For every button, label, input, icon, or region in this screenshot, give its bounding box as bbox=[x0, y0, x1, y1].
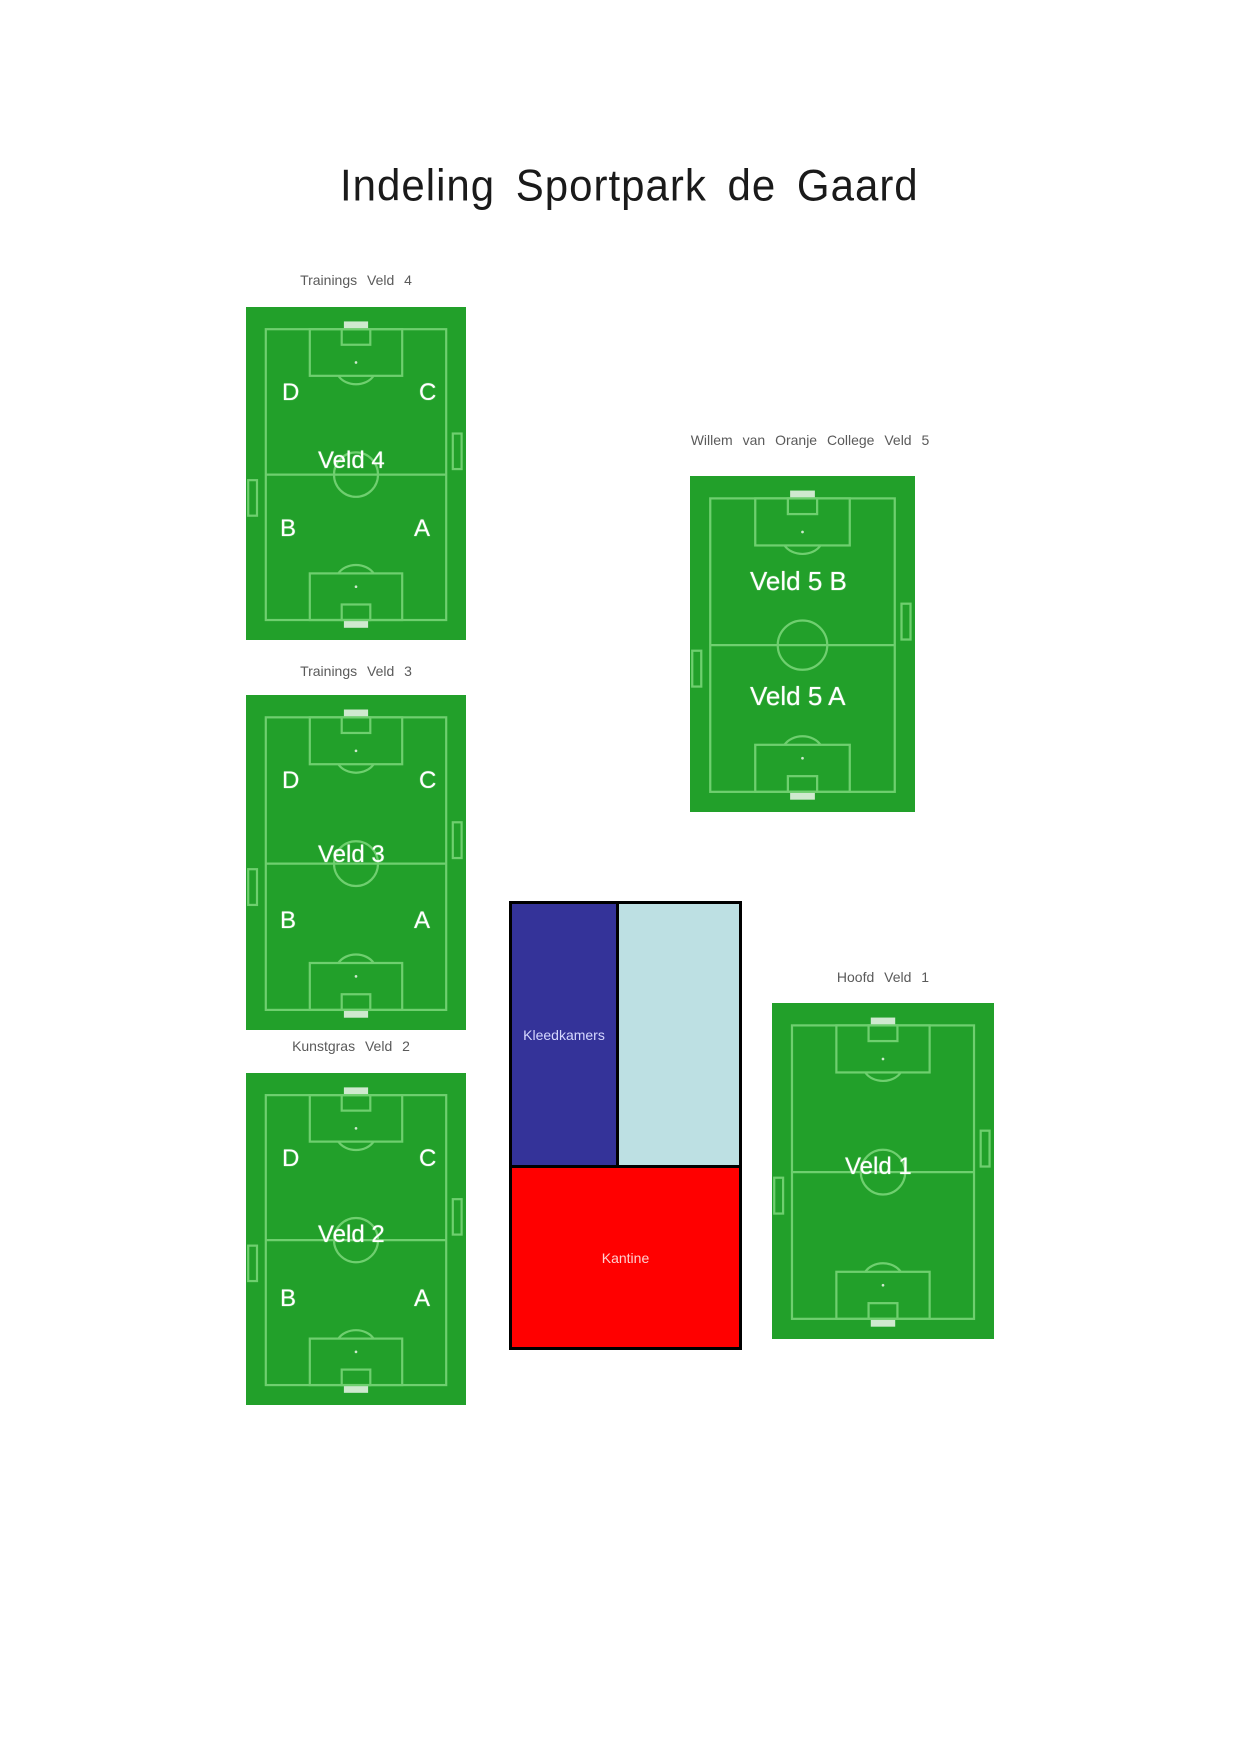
field-veld-3[interactable]: D C Veld 3 B A bbox=[246, 695, 466, 1030]
clubhouse-building: Kleedkamers Kantine bbox=[509, 901, 742, 1350]
field-veld-2[interactable]: D C Veld 2 B A bbox=[246, 1073, 466, 1405]
room-kantine[interactable]: Kantine bbox=[512, 1168, 739, 1347]
pitch-markings-icon bbox=[773, 1017, 991, 1327]
caption-veld-2: Kunstgras Veld 2 bbox=[292, 1038, 410, 1054]
caption-veld-1: Hoofd Veld 1 bbox=[836, 969, 930, 985]
room-unlabeled bbox=[619, 904, 739, 1165]
field-label-veld-4: Veld 4 bbox=[318, 447, 385, 474]
field-label-veld-5b[interactable]: Veld 5 B bbox=[750, 566, 847, 596]
field-label-veld-1: Veld 1 bbox=[845, 1153, 912, 1180]
quadrant-a[interactable]: A bbox=[414, 1285, 431, 1312]
caption-veld-4: Trainings Veld 4 bbox=[300, 272, 412, 288]
caption-veld-5: Willem van Oranje College Veld 5 bbox=[690, 432, 930, 448]
field-veld-1[interactable]: Veld 1 bbox=[772, 1003, 994, 1339]
field-veld-5[interactable]: Veld 5 B Veld 5 A bbox=[690, 476, 915, 812]
caption-veld-3: Trainings Veld 3 bbox=[300, 663, 412, 679]
quadrant-d[interactable]: D bbox=[282, 1145, 300, 1172]
page-title: Indeling Sportpark de Gaard bbox=[340, 160, 919, 211]
pitch-markings-icon bbox=[247, 1087, 463, 1393]
quadrant-b[interactable]: B bbox=[280, 1285, 297, 1312]
field-label-veld-2: Veld 2 bbox=[318, 1221, 385, 1248]
quadrant-c[interactable]: C bbox=[419, 1145, 437, 1172]
quadrant-c[interactable]: C bbox=[419, 379, 437, 406]
pitch-markings-icon bbox=[247, 321, 463, 628]
quadrant-b[interactable]: B bbox=[280, 907, 297, 934]
field-veld-4[interactable]: D C Veld 4 B A bbox=[246, 307, 466, 640]
quadrant-a[interactable]: A bbox=[414, 515, 431, 542]
quadrant-b[interactable]: B bbox=[280, 515, 297, 542]
quadrant-d[interactable]: D bbox=[282, 767, 300, 794]
field-label-veld-5a[interactable]: Veld 5 A bbox=[750, 681, 846, 711]
pitch-markings-icon bbox=[691, 490, 912, 800]
room-kleedkamers[interactable]: Kleedkamers bbox=[512, 904, 616, 1165]
quadrant-c[interactable]: C bbox=[419, 767, 437, 794]
field-label-veld-3: Veld 3 bbox=[318, 841, 385, 868]
quadrant-d[interactable]: D bbox=[282, 379, 300, 406]
pitch-markings-icon bbox=[247, 709, 463, 1018]
quadrant-a[interactable]: A bbox=[414, 907, 431, 934]
